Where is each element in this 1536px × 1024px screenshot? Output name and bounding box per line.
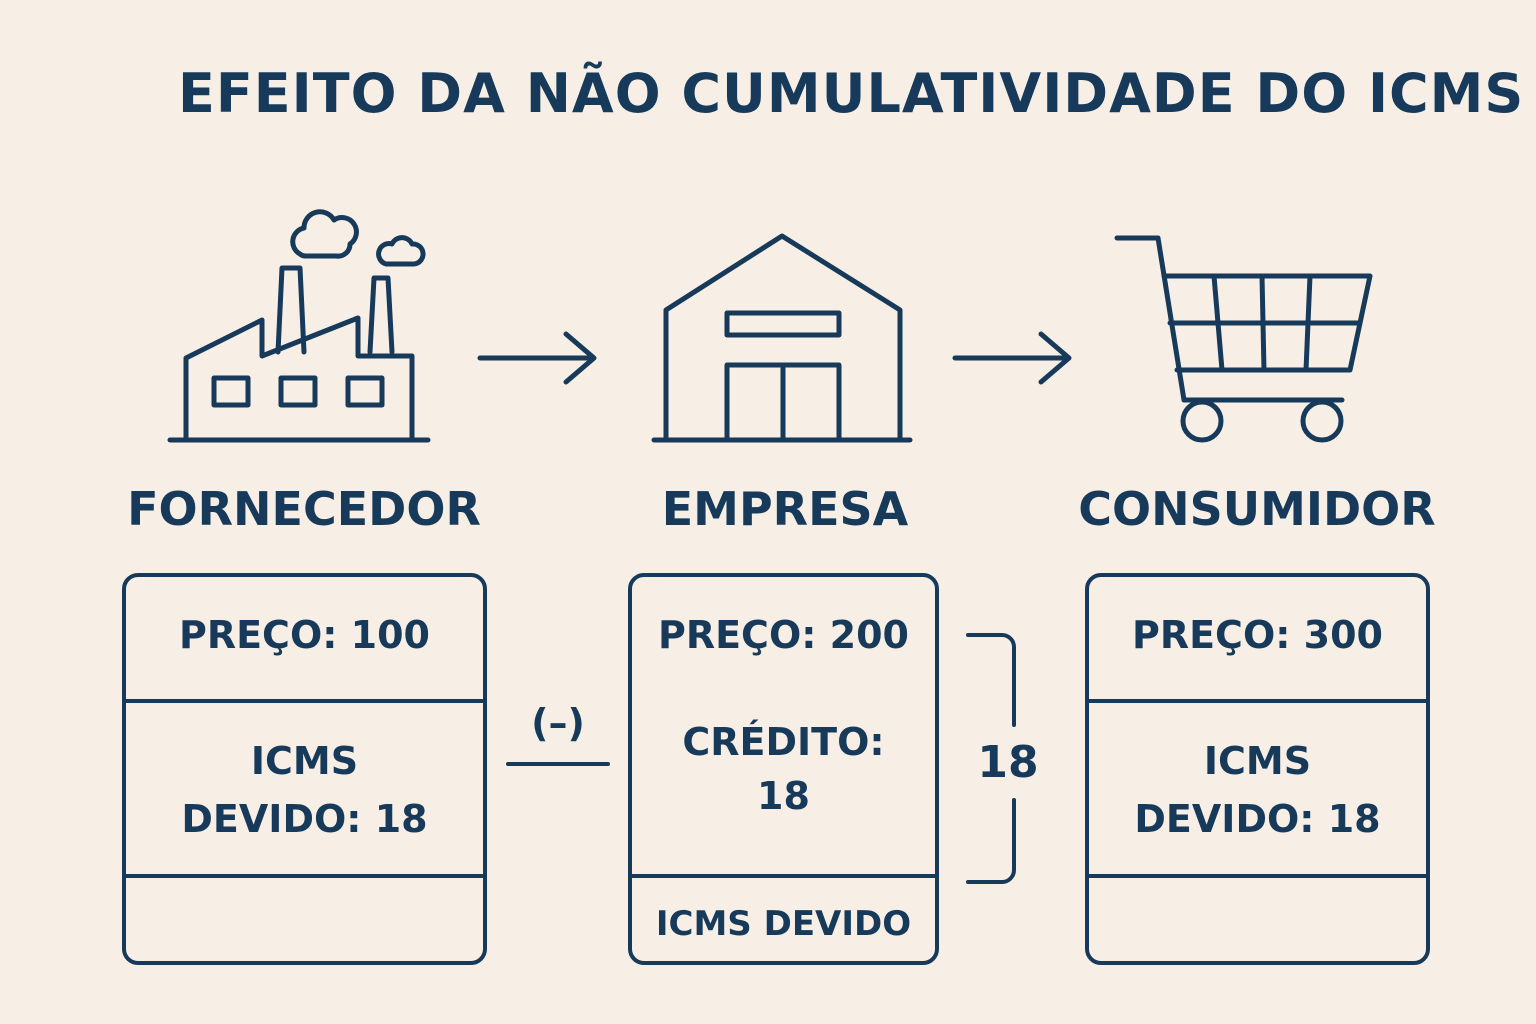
- fornecedor-price: PREÇO: 100: [178, 613, 430, 657]
- fornecedor-icms-value: DEVIDO: 18: [181, 797, 428, 841]
- arrow-right-icon: [952, 331, 1072, 385]
- factory-icon: [167, 209, 431, 443]
- empresa-credit-value: 18: [757, 774, 810, 818]
- arrow-right-icon: [477, 331, 597, 385]
- empresa-icms-devido: ICMS DEVIDO: [655, 904, 912, 944]
- bracket: [966, 633, 1016, 884]
- warehouse-icon: [651, 233, 913, 443]
- empresa-credit-label: CRÉDITO:: [682, 720, 885, 764]
- stage-label-consumidor: CONSUMIDOR: [1078, 482, 1436, 536]
- consumidor-box: [1085, 573, 1430, 965]
- fornecedor-box: [122, 573, 487, 965]
- shopping-cart-icon: [1114, 235, 1373, 443]
- empresa-price: PREÇO: 200: [657, 613, 909, 657]
- consumidor-price: PREÇO: 300: [1131, 613, 1383, 657]
- consumidor-icms-label: ICMS: [1203, 739, 1312, 783]
- minus-label: (–): [531, 701, 585, 745]
- stage-label-empresa: EMPRESA: [661, 482, 909, 536]
- fornecedor-icms-label: ICMS: [250, 739, 359, 783]
- empresa-box: [628, 573, 939, 965]
- bracket-value: 18: [977, 737, 1039, 788]
- stage-label-fornecedor: FORNECEDOR: [127, 482, 481, 536]
- page-title: EFEITO DA NÃO CUMULATIVIDADE DO ICMS: [178, 62, 1525, 125]
- consumidor-icms-value: DEVIDO: 18: [1134, 797, 1381, 841]
